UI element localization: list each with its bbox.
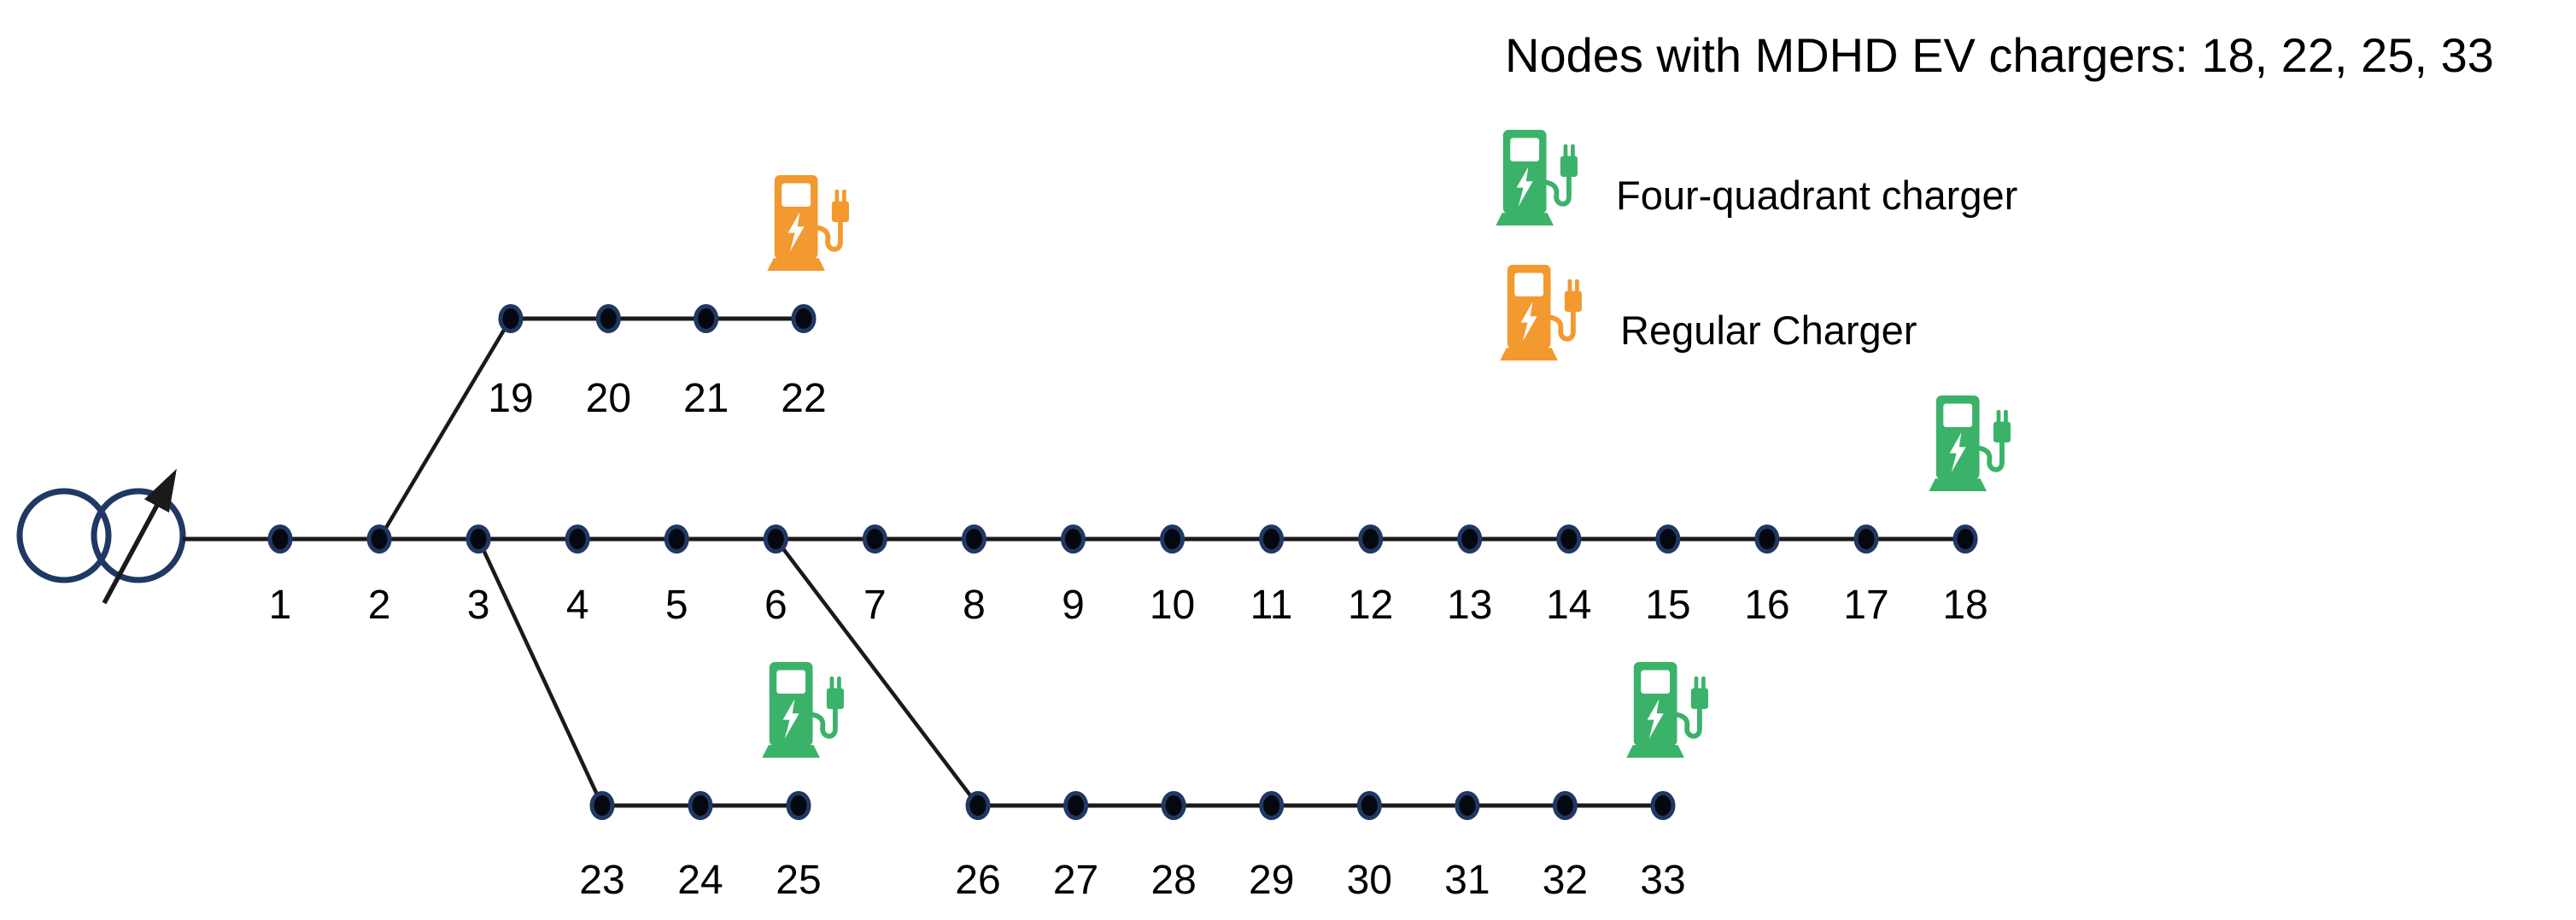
bus-label-14: 14 bbox=[1546, 583, 1591, 628]
bus-node-32 bbox=[1552, 791, 1578, 820]
legend-label-four-quadrant: Four-quadrant charger bbox=[1616, 173, 2017, 218]
bus-node-30 bbox=[1356, 791, 1382, 820]
diagram-title: Nodes with MDHD EV chargers: 18, 22, 25,… bbox=[1505, 28, 2494, 82]
transformer-icon bbox=[16, 468, 186, 605]
bus-node-33 bbox=[1650, 791, 1676, 820]
bus-label-13: 13 bbox=[1447, 583, 1492, 628]
bus-label-4: 4 bbox=[566, 583, 589, 628]
bus-node-21 bbox=[694, 304, 719, 333]
bus-node-15 bbox=[1655, 524, 1681, 554]
bus-node-28 bbox=[1161, 791, 1186, 820]
bus-node-22 bbox=[791, 304, 817, 333]
bus-label-30: 30 bbox=[1347, 858, 1392, 903]
legend: Four-quadrant charger Regular Charger bbox=[1496, 130, 2017, 360]
bus-label-26: 26 bbox=[955, 858, 1000, 903]
bus-label-31: 31 bbox=[1444, 858, 1490, 903]
bus-node-23 bbox=[589, 791, 615, 820]
bus-node-29 bbox=[1259, 791, 1285, 820]
bus-label-11: 11 bbox=[1250, 583, 1293, 628]
bus-label-1: 1 bbox=[269, 583, 292, 628]
bus-label-6: 6 bbox=[764, 583, 787, 628]
bus-label-24: 24 bbox=[677, 858, 723, 903]
bus-node-2 bbox=[366, 524, 392, 554]
bus-label-32: 32 bbox=[1543, 858, 1588, 903]
branch-tie-line-from-6 bbox=[774, 537, 980, 807]
bus-label-19: 19 bbox=[488, 376, 533, 421]
bus-label-20: 20 bbox=[586, 376, 631, 421]
bus-node-7 bbox=[862, 524, 887, 554]
bus-label-27: 27 bbox=[1053, 858, 1098, 903]
four-quadrant-charger-icon-node-25 bbox=[762, 662, 844, 758]
bus-node-26 bbox=[965, 791, 991, 820]
bus-node-18 bbox=[1952, 524, 1978, 554]
regular-charger-icon-node-22 bbox=[767, 175, 849, 271]
bus-node-27 bbox=[1063, 791, 1089, 820]
bus-label-12: 12 bbox=[1348, 583, 1393, 628]
bus-node-11 bbox=[1259, 524, 1285, 554]
charger-icons bbox=[762, 175, 2011, 758]
bus-node-16 bbox=[1754, 524, 1780, 554]
bus-label-33: 33 bbox=[1640, 858, 1685, 903]
bus-label-22: 22 bbox=[781, 376, 826, 421]
bus-node-10 bbox=[1160, 524, 1186, 554]
four-quadrant-charger-icon-node-18 bbox=[1929, 396, 2011, 491]
bus-label-5: 5 bbox=[665, 583, 688, 628]
bus-node-1 bbox=[267, 524, 293, 554]
bus-nodes bbox=[267, 304, 1978, 820]
bus-node-31 bbox=[1455, 791, 1480, 820]
bus-label-21: 21 bbox=[683, 376, 729, 421]
bus-label-16: 16 bbox=[1744, 583, 1789, 628]
four-quadrant-charger-icon-node-33 bbox=[1626, 662, 1708, 758]
bus-node-6 bbox=[763, 524, 788, 554]
bus-node-13 bbox=[1457, 524, 1483, 554]
bus-node-25 bbox=[786, 791, 811, 820]
bus-node-5 bbox=[664, 524, 689, 554]
bus-label-7: 7 bbox=[864, 583, 887, 628]
branch-tie-line-from-3 bbox=[477, 538, 605, 806]
branch-tie-line-from-2 bbox=[378, 317, 512, 541]
bus-label-25: 25 bbox=[776, 858, 821, 903]
bus-label-29: 29 bbox=[1249, 858, 1294, 903]
bus-label-2: 2 bbox=[368, 583, 391, 628]
bus-label-17: 17 bbox=[1843, 583, 1888, 628]
four-quadrant-charger-icon bbox=[1496, 130, 1578, 226]
bus-label-18: 18 bbox=[1942, 583, 1988, 628]
bus-label-23: 23 bbox=[579, 858, 624, 903]
bus-label-10: 10 bbox=[1150, 583, 1195, 628]
bus-node-4 bbox=[565, 524, 590, 554]
bus-node-8 bbox=[961, 524, 986, 554]
bus-node-9 bbox=[1060, 524, 1086, 554]
bus-node-3 bbox=[465, 524, 491, 554]
bus-node-24 bbox=[688, 791, 713, 820]
bus-label-9: 9 bbox=[1062, 583, 1085, 628]
bus-node-19 bbox=[498, 304, 524, 333]
regular-charger-icon bbox=[1500, 265, 1582, 360]
bus-node-14 bbox=[1556, 524, 1582, 554]
bus-node-12 bbox=[1358, 524, 1384, 554]
bus-node-17 bbox=[1853, 524, 1879, 554]
bus-node-20 bbox=[595, 304, 621, 333]
tap-changer-arrow bbox=[102, 468, 177, 605]
bus-label-15: 15 bbox=[1645, 583, 1690, 628]
bus-label-8: 8 bbox=[963, 583, 986, 628]
bus-label-3: 3 bbox=[467, 583, 490, 628]
bus-label-28: 28 bbox=[1150, 858, 1196, 903]
legend-label-regular: Regular Charger bbox=[1620, 308, 1917, 353]
